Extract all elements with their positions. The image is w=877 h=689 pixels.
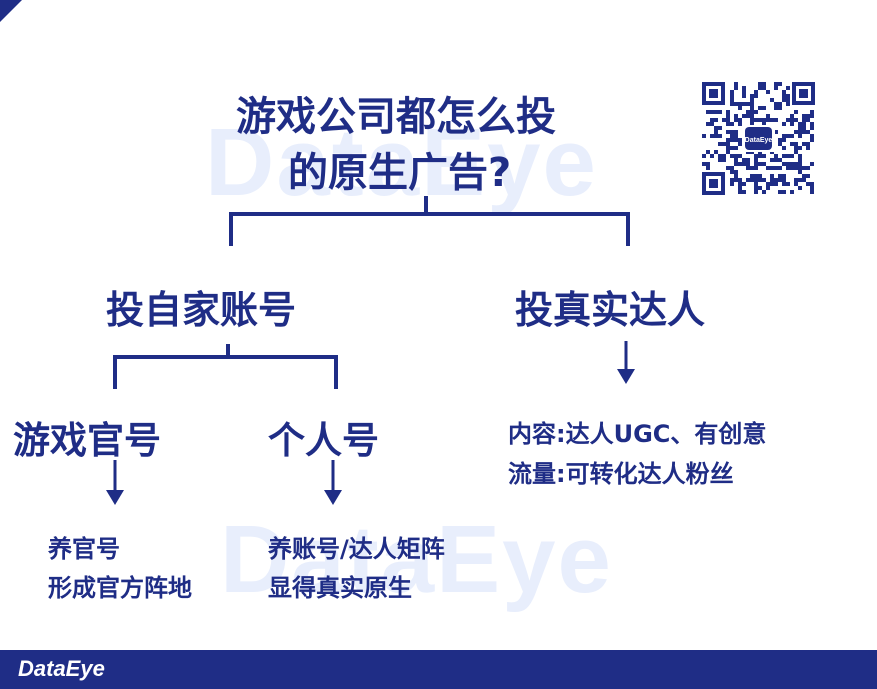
footer-bar: DataEye [0, 650, 877, 689]
official-note-line-1: 养官号 [48, 535, 120, 563]
official-note-line-2: 形成官方阵地 [48, 574, 192, 602]
node-personal-account: 个人号 [268, 419, 379, 462]
top-bracket-left [229, 212, 233, 246]
mid-bracket-bar [113, 355, 338, 359]
creator-note-traffic: 流量:可转化达人粉丝 [508, 460, 734, 488]
creator-note-content: 内容:达人UGC、有创意 [508, 420, 767, 448]
corner-accent [0, 0, 22, 22]
node-real-creators: 投真实达人 [515, 288, 706, 332]
arrow-official [106, 460, 124, 505]
node-own-accounts: 投自家账号 [106, 288, 297, 332]
watermark-bottom: DataEye [220, 506, 613, 613]
personal-note-line-1: 养账号/达人矩阵 [268, 535, 445, 563]
mid-bracket-stem [226, 344, 230, 358]
top-bracket-right [626, 212, 630, 246]
mid-bracket-left [113, 355, 117, 389]
title-line-2: 的原生广告? [288, 150, 512, 196]
watermark-top: DataEye [205, 109, 598, 216]
footer-logo: DataEye [18, 656, 105, 681]
arrow-personal [324, 460, 342, 505]
mid-bracket-right [334, 355, 338, 389]
title-line-1: 游戏公司都怎么投 [236, 94, 556, 140]
personal-note-line-2: 显得真实原生 [268, 574, 412, 602]
qr-code: DataEye [700, 80, 817, 197]
qr-center-logo: DataEye [745, 137, 773, 144]
top-bracket-bar [229, 212, 630, 216]
node-official-account: 游戏官号 [13, 419, 161, 462]
top-bracket-stem [424, 196, 428, 214]
arrow-creators [617, 341, 635, 384]
